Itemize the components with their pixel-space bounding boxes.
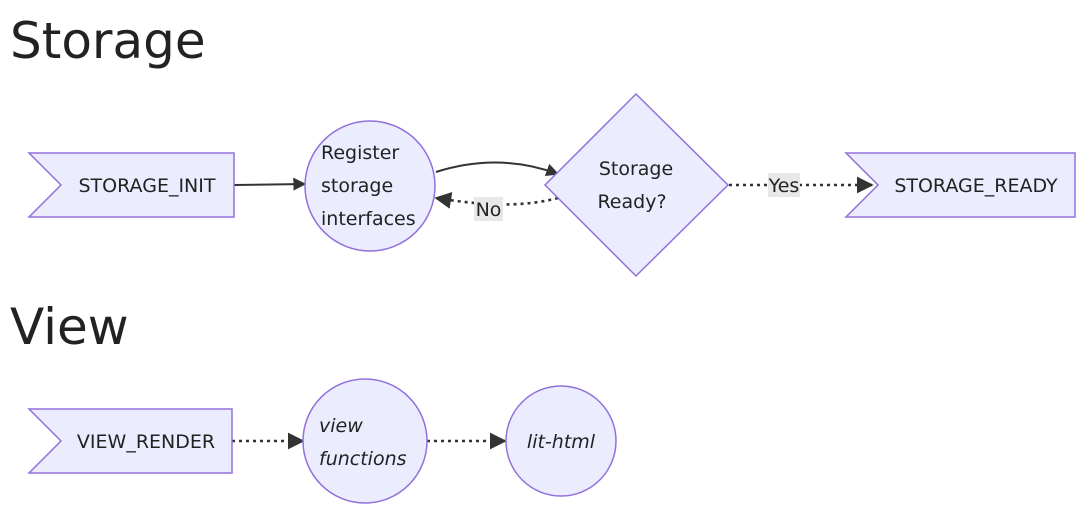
view-render-label: VIEW_RENDER xyxy=(77,431,215,453)
storage-ready-node: STORAGE_READY xyxy=(844,152,1076,218)
view-flow: VIEW_RENDER view functions lit-html xyxy=(27,378,617,504)
decision-line-2: Ready? xyxy=(597,191,666,213)
register-line-2: storage xyxy=(321,175,393,197)
no-label-bg xyxy=(474,197,503,221)
register-storage-node: Register storage interfaces xyxy=(304,120,436,252)
storage-section-title: Storage xyxy=(10,12,206,70)
functions-line-2: functions xyxy=(319,448,407,470)
yes-label-bg xyxy=(768,173,800,197)
edge-init-to-register xyxy=(233,177,307,191)
register-line-3: interfaces xyxy=(321,208,416,230)
lit-html-label: lit-html xyxy=(527,431,596,453)
register-line-1: Register xyxy=(321,142,399,164)
decision-line-1: Storage xyxy=(599,158,673,180)
edge-register-to-decision xyxy=(435,161,560,177)
view-render-node: VIEW_RENDER xyxy=(27,408,233,474)
lit-html-node: lit-html xyxy=(505,385,617,497)
storage-flow: No Yes STORAGE_INIT Register storage int… xyxy=(27,92,1076,278)
storage-ready-decision-node: Storage Ready? xyxy=(543,92,730,278)
yes-edge-label: Yes xyxy=(768,175,800,197)
view-functions-node: view functions xyxy=(302,378,428,504)
functions-line-1: view xyxy=(319,415,363,437)
no-edge-label: No xyxy=(476,199,502,221)
storage-init-node: STORAGE_INIT xyxy=(27,152,235,218)
storage-init-label: STORAGE_INIT xyxy=(79,175,216,197)
view-section-title: View xyxy=(10,298,129,356)
storage-ready-label: STORAGE_READY xyxy=(894,175,1058,197)
